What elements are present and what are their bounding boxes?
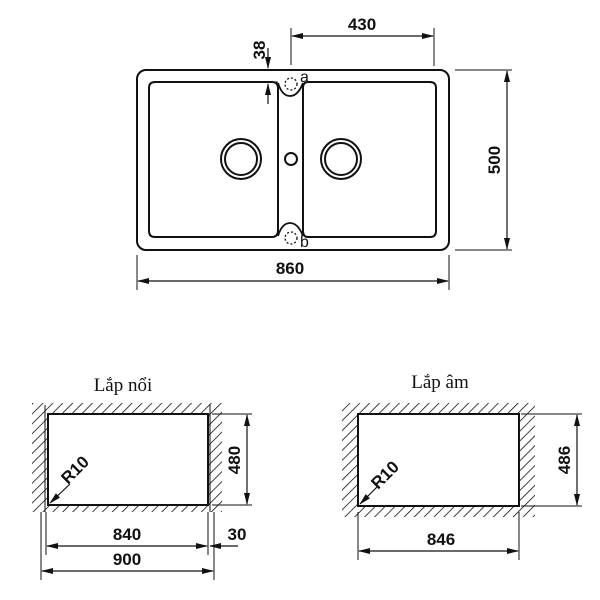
dim-430: 430 xyxy=(348,15,376,34)
cutout-outline xyxy=(47,413,209,506)
flush-mount-title: Lắp âm xyxy=(411,372,469,393)
surface-mount-diagram: Lắp nổi R10 480 840 30 900 xyxy=(32,375,252,580)
sink-outline xyxy=(136,69,450,251)
dim-480: 480 xyxy=(225,446,244,474)
dim-840: 840 xyxy=(113,525,141,544)
flush-mount-diagram: Lắp âm R10 486 846 xyxy=(342,372,582,560)
radius-r10: R10 xyxy=(367,457,402,492)
dim-500: 500 xyxy=(485,146,504,174)
top-view: a b 430 38 500 860 xyxy=(136,15,512,290)
right-drain-icon xyxy=(320,138,362,180)
dim-900: 900 xyxy=(113,550,141,569)
overflow-a-icon xyxy=(284,77,298,91)
left-drain-icon xyxy=(220,138,262,180)
marker-a: a xyxy=(300,69,309,86)
overflow-b-icon xyxy=(284,231,298,245)
surface-mount-title: Lắp nổi xyxy=(94,375,153,396)
right-bowl xyxy=(302,81,437,238)
left-bowl xyxy=(148,81,279,238)
radius-r10: R10 xyxy=(57,452,92,487)
dim-846: 846 xyxy=(427,530,455,549)
dim-38: 38 xyxy=(250,41,269,60)
tap-hole-icon xyxy=(284,152,298,166)
marker-b: b xyxy=(300,234,309,251)
dim-486: 486 xyxy=(555,446,574,474)
dim-30: 30 xyxy=(228,525,247,544)
dim-860: 860 xyxy=(276,259,304,278)
cutout-outline xyxy=(357,413,520,507)
